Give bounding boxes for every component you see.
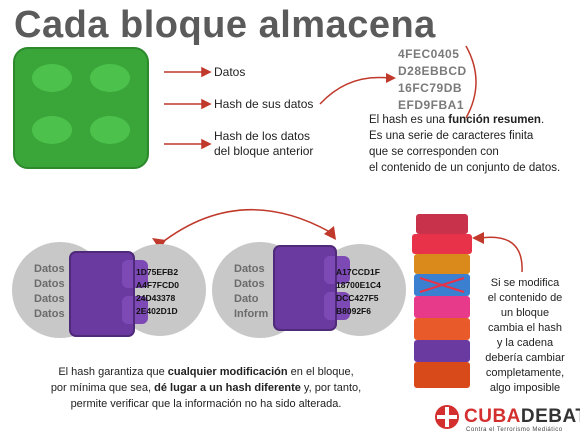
logo-subtitle: Contra el Terrorismo Mediático (466, 427, 563, 433)
label-hash-anterior-line1: Hash de los datos (214, 129, 311, 143)
tower-arrow (472, 232, 523, 273)
bottom-text: El hash garantiza que (58, 366, 168, 378)
bottom-bold: dé lugar a un hash diferente (154, 382, 301, 394)
green-lego-block (13, 47, 149, 169)
page-title: Cada bloque almacena (14, 4, 436, 46)
right-datos-list: Datos Datos Dato Inform (234, 262, 268, 322)
datos-item: Dato (234, 293, 259, 305)
note-line: debería cambiar (485, 352, 565, 364)
explanation-text: . (540, 114, 545, 126)
note-line: y la cadena (496, 337, 554, 349)
chain-arrow (152, 208, 336, 250)
logo-wordmark: CUBADEBATE (464, 406, 580, 428)
datos-item: Datos (234, 263, 265, 275)
arrows-group (164, 66, 212, 150)
bottom-text: y, por tanto, (300, 382, 362, 394)
bottom-text: permite verificar que la información no … (70, 398, 342, 410)
hash-explanation: El hash es una función resumen. Es una s… (369, 112, 574, 176)
hash-example: 4FEC0405 D28EBBCD 16FC79DB EFD9FBA1 (398, 46, 467, 114)
hash-line: 16FC79DB (398, 81, 463, 95)
logo-cuba: CUBA (464, 406, 521, 427)
left-hash-list: 1D75EFB2 A4F7FCD0 24D43378 2E402D1D (136, 266, 179, 318)
datos-item: Datos (34, 308, 65, 320)
label-datos: Datos (214, 65, 246, 79)
bottom-bold: cualquier modificación (167, 366, 288, 378)
hash-line: D28EBBCD (398, 64, 467, 78)
datos-item: Datos (34, 293, 65, 305)
datos-item: Datos (34, 278, 65, 290)
label-hash-anterior: Hash de los datos del bloque anterior (214, 129, 313, 159)
datos-item: Datos (34, 263, 65, 275)
hash-item: A17CCD1F (336, 267, 380, 277)
hash-item: DCC427F5 (336, 293, 379, 303)
hash-line: 4FEC0405 (398, 47, 460, 61)
bottom-text: en el bloque, (287, 366, 354, 378)
hash-bracket (465, 45, 477, 119)
label-hash-datos: Hash de sus datos (214, 97, 314, 111)
note-line: un bloque (500, 307, 550, 319)
note-line: Si se modifica (490, 277, 560, 289)
note-line: cambia el hash (488, 322, 562, 334)
explanation-text: Es una serie de caracteres finita (369, 130, 534, 142)
hash-item: 2E402D1D (136, 306, 178, 316)
hash-item: A4F7FCD0 (136, 280, 179, 290)
explanation-bold: función resumen (448, 114, 541, 126)
datos-item: Datos (234, 278, 265, 290)
modification-note: Si se modifica el contenido de un bloque… (474, 276, 576, 396)
left-datos-list: Datos Datos Datos Datos (34, 262, 65, 322)
note-line: completamente, (485, 367, 565, 379)
logo-debate: DEBATE (520, 406, 580, 427)
lego-tower (412, 214, 472, 388)
explanation-text: que se corresponden con (369, 146, 499, 158)
explanation-text: El hash es una (369, 114, 449, 126)
right-hash-list: A17CCD1F 18700E1C4 DCC427F5 B8092F6 (336, 266, 381, 318)
label-hash-anterior-line2: del bloque anterior (214, 144, 314, 158)
bottom-explanation: El hash garantiza que cualquier modifica… (16, 364, 396, 412)
right-chain-block (212, 242, 406, 338)
bottom-text: por mínima que sea, (50, 382, 155, 394)
logo-icon (435, 405, 459, 429)
explanation-text: el contenido de un conjunto de datos. (369, 162, 561, 174)
left-chain-block (12, 242, 206, 338)
hash-item: 18700E1C4 (336, 280, 381, 290)
datos-item: Inform (234, 308, 269, 320)
hash-item: B8092F6 (336, 306, 371, 316)
arrow-to-hash (319, 73, 396, 105)
hash-item: 1D75EFB2 (136, 267, 179, 277)
cubadebate-logo: CUBADEBATE Contra el Terrorismo Mediátic… (434, 404, 580, 436)
note-line: el contenido de (487, 292, 563, 304)
hash-item: 24D43378 (136, 293, 176, 303)
hash-line: EFD9FBA1 (398, 98, 465, 112)
note-line: algo imposible (489, 382, 561, 394)
